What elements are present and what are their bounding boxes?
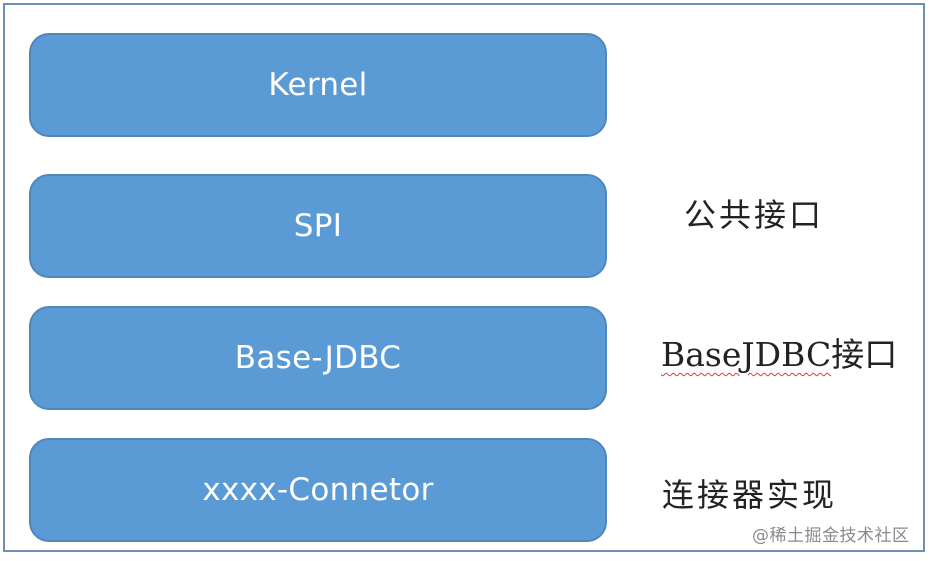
layer-connector: xxxx-Connetor xyxy=(29,438,607,542)
connector-annotation: 连接器实现 xyxy=(662,476,838,514)
basejdbc-annotation: BaseJDBC接口 xyxy=(661,328,897,376)
basejdbc-annotation-cjk: 接口 xyxy=(831,335,898,374)
layer-base-jdbc-label: Base-JDBC xyxy=(234,340,402,376)
layer-connector-label: xxxx-Connetor xyxy=(202,472,434,508)
layer-spi-label: SPI xyxy=(293,208,343,244)
layer-kernel-label: Kernel xyxy=(268,67,368,103)
watermark: @稀土掘金技术社区 xyxy=(752,526,910,546)
basejdbc-annotation-latin: BaseJDBC xyxy=(661,335,832,374)
layer-spi: SPI xyxy=(29,174,607,278)
spi-annotation: 公共接口 xyxy=(684,196,825,234)
layer-base-jdbc: Base-JDBC xyxy=(29,306,607,410)
layer-kernel: Kernel xyxy=(29,33,607,137)
